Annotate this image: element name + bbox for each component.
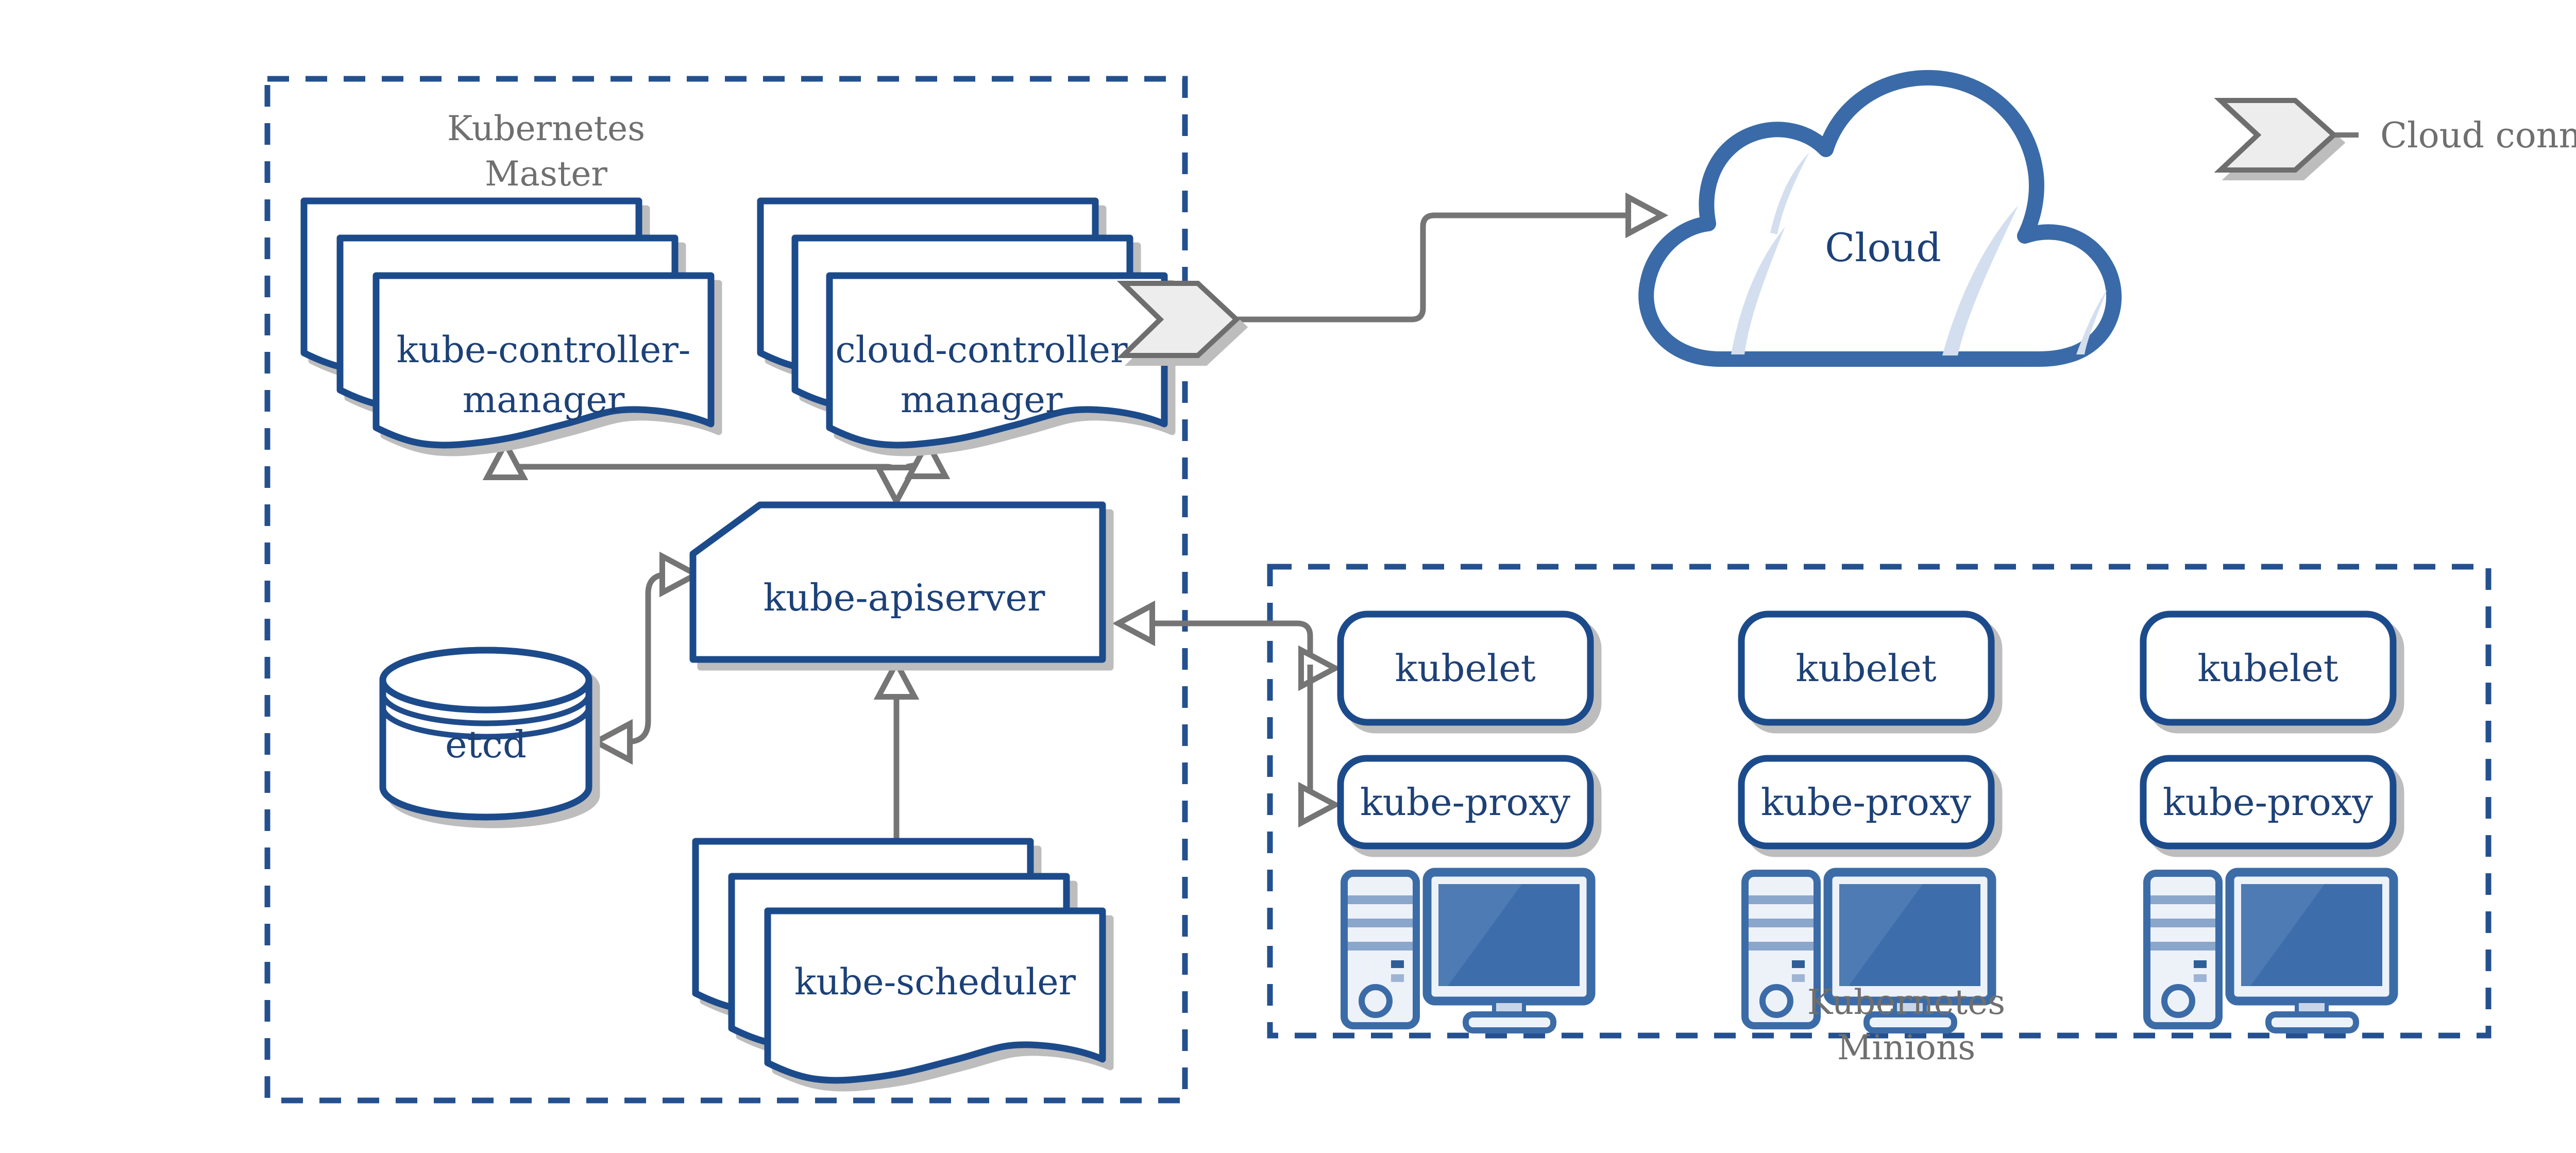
cloud-shape — [1638, 70, 2122, 367]
kube-apiserver-node: kube-apiserver — [689, 501, 1106, 663]
kube-controller-manager-label-line2: manager — [463, 379, 625, 421]
legend-label: Cloud connector — [2380, 115, 2576, 156]
arrow-apiserver-kube-proxy — [1310, 665, 1334, 805]
etcd-label: etcd — [445, 723, 527, 766]
kubelet-label: kubelet — [1795, 647, 1936, 690]
kubelet-box — [2140, 611, 2397, 726]
kubelet-box — [1738, 611, 1995, 726]
etcd-cylinder-top — [379, 647, 592, 714]
kube-controller-manager-label-line1: kube-controller- — [397, 329, 691, 371]
kube-proxy-box — [2140, 755, 2397, 850]
kube-controller-manager-node: kube-controller- manager — [304, 201, 711, 445]
arrow-controller-managers-apiserver — [505, 444, 896, 501]
connectors — [505, 215, 1662, 907]
etcd-node: etcd — [379, 647, 592, 821]
minion-node-2: kubelet kube-proxy — [1738, 611, 1995, 1030]
kube-scheduler-node: kube-scheduler — [696, 841, 1103, 1080]
legend-chevron-icon — [2214, 98, 2338, 173]
arrow-apiserver-kubelet — [1119, 623, 1334, 668]
minion-node-3: kubelet kube-proxy — [2140, 611, 2397, 1030]
computer-icon — [2147, 872, 2394, 1030]
minion-node-1: kubelet kube-proxy — [1337, 611, 1594, 1030]
arrow-cloud-connector-to-cloud — [1235, 215, 1662, 323]
cloud-crescent — [2076, 290, 2107, 354]
computer-icon — [1344, 872, 1591, 1030]
master-title-line2: Master — [485, 154, 607, 194]
kube-proxy-label: kube-proxy — [2163, 781, 2373, 824]
minions-title-line2: Minions — [1837, 1028, 1975, 1067]
kubelet-box — [1337, 611, 1594, 726]
cloud-connector-chevron-icon — [1116, 281, 1241, 358]
cloud-controller-manager-label-line2: manager — [901, 379, 1063, 421]
kube-apiserver-label: kube-apiserver — [764, 576, 1045, 619]
cloud-crescent — [1942, 205, 2019, 355]
kube-proxy-label: kube-proxy — [1761, 781, 1971, 824]
kubernetes-master-box — [264, 76, 1188, 1104]
cloud-crescent — [1731, 227, 1785, 354]
kube-scheduler-label: kube-scheduler — [794, 961, 1076, 1003]
legend: Cloud connector — [2214, 98, 2576, 173]
master-title: Kubernetes Master — [447, 109, 645, 194]
etcd-lid-line — [380, 706, 592, 740]
minions-title: Kubernetes Minions — [1807, 982, 2005, 1067]
etcd-lid-line — [380, 693, 592, 726]
cloud-node: Cloud — [1638, 70, 2122, 367]
kube-apiserver-shape — [689, 501, 1106, 663]
cloud-label: Cloud — [1825, 225, 1941, 270]
kube-proxy-box — [1337, 755, 1594, 850]
minions-title-line1: Kubernetes — [1807, 982, 2005, 1022]
master-title-line1: Kubernetes — [447, 109, 645, 148]
cloud-controller-manager-label-line1: cloud-controller — [835, 329, 1128, 371]
cloud-controller-manager-node: cloud-controller manager — [760, 201, 1241, 445]
arrow-cloud-controller-branch — [907, 443, 927, 467]
kube-proxy-box — [1738, 755, 1995, 850]
arrow-apiserver-etcd — [597, 574, 696, 742]
kubelet-label: kubelet — [2197, 647, 2338, 690]
cloud-crescent — [1770, 152, 1809, 234]
kubernetes-minions-box — [1267, 564, 2492, 1039]
kube-proxy-label: kube-proxy — [1360, 781, 1570, 824]
kubelet-label: kubelet — [1395, 647, 1535, 690]
